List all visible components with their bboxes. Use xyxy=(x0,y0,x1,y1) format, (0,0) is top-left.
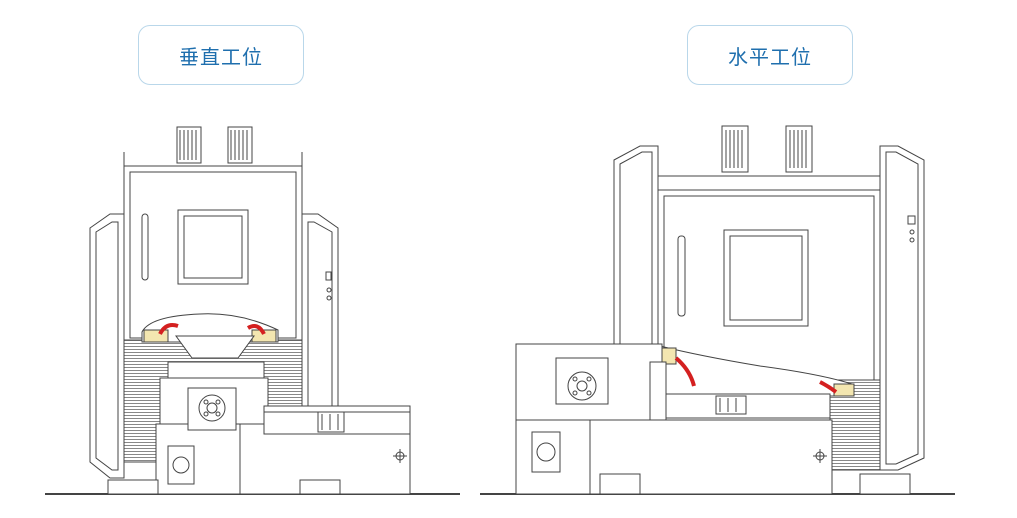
horizontal-position-text: 水平工位 xyxy=(728,44,812,69)
horizontal-machine-drawing xyxy=(480,125,955,495)
horizontal-motor-right xyxy=(785,125,813,173)
vertical-motor-right xyxy=(227,126,253,164)
vertical-machine-drawing xyxy=(45,126,460,495)
horizontal-motor-left xyxy=(721,125,749,173)
vertical-position-label: 垂直工位 xyxy=(138,25,304,85)
vertical-motor-left xyxy=(176,126,202,164)
horizontal-position-label: 水平工位 xyxy=(687,25,853,85)
vertical-position-text: 垂直工位 xyxy=(179,44,263,69)
